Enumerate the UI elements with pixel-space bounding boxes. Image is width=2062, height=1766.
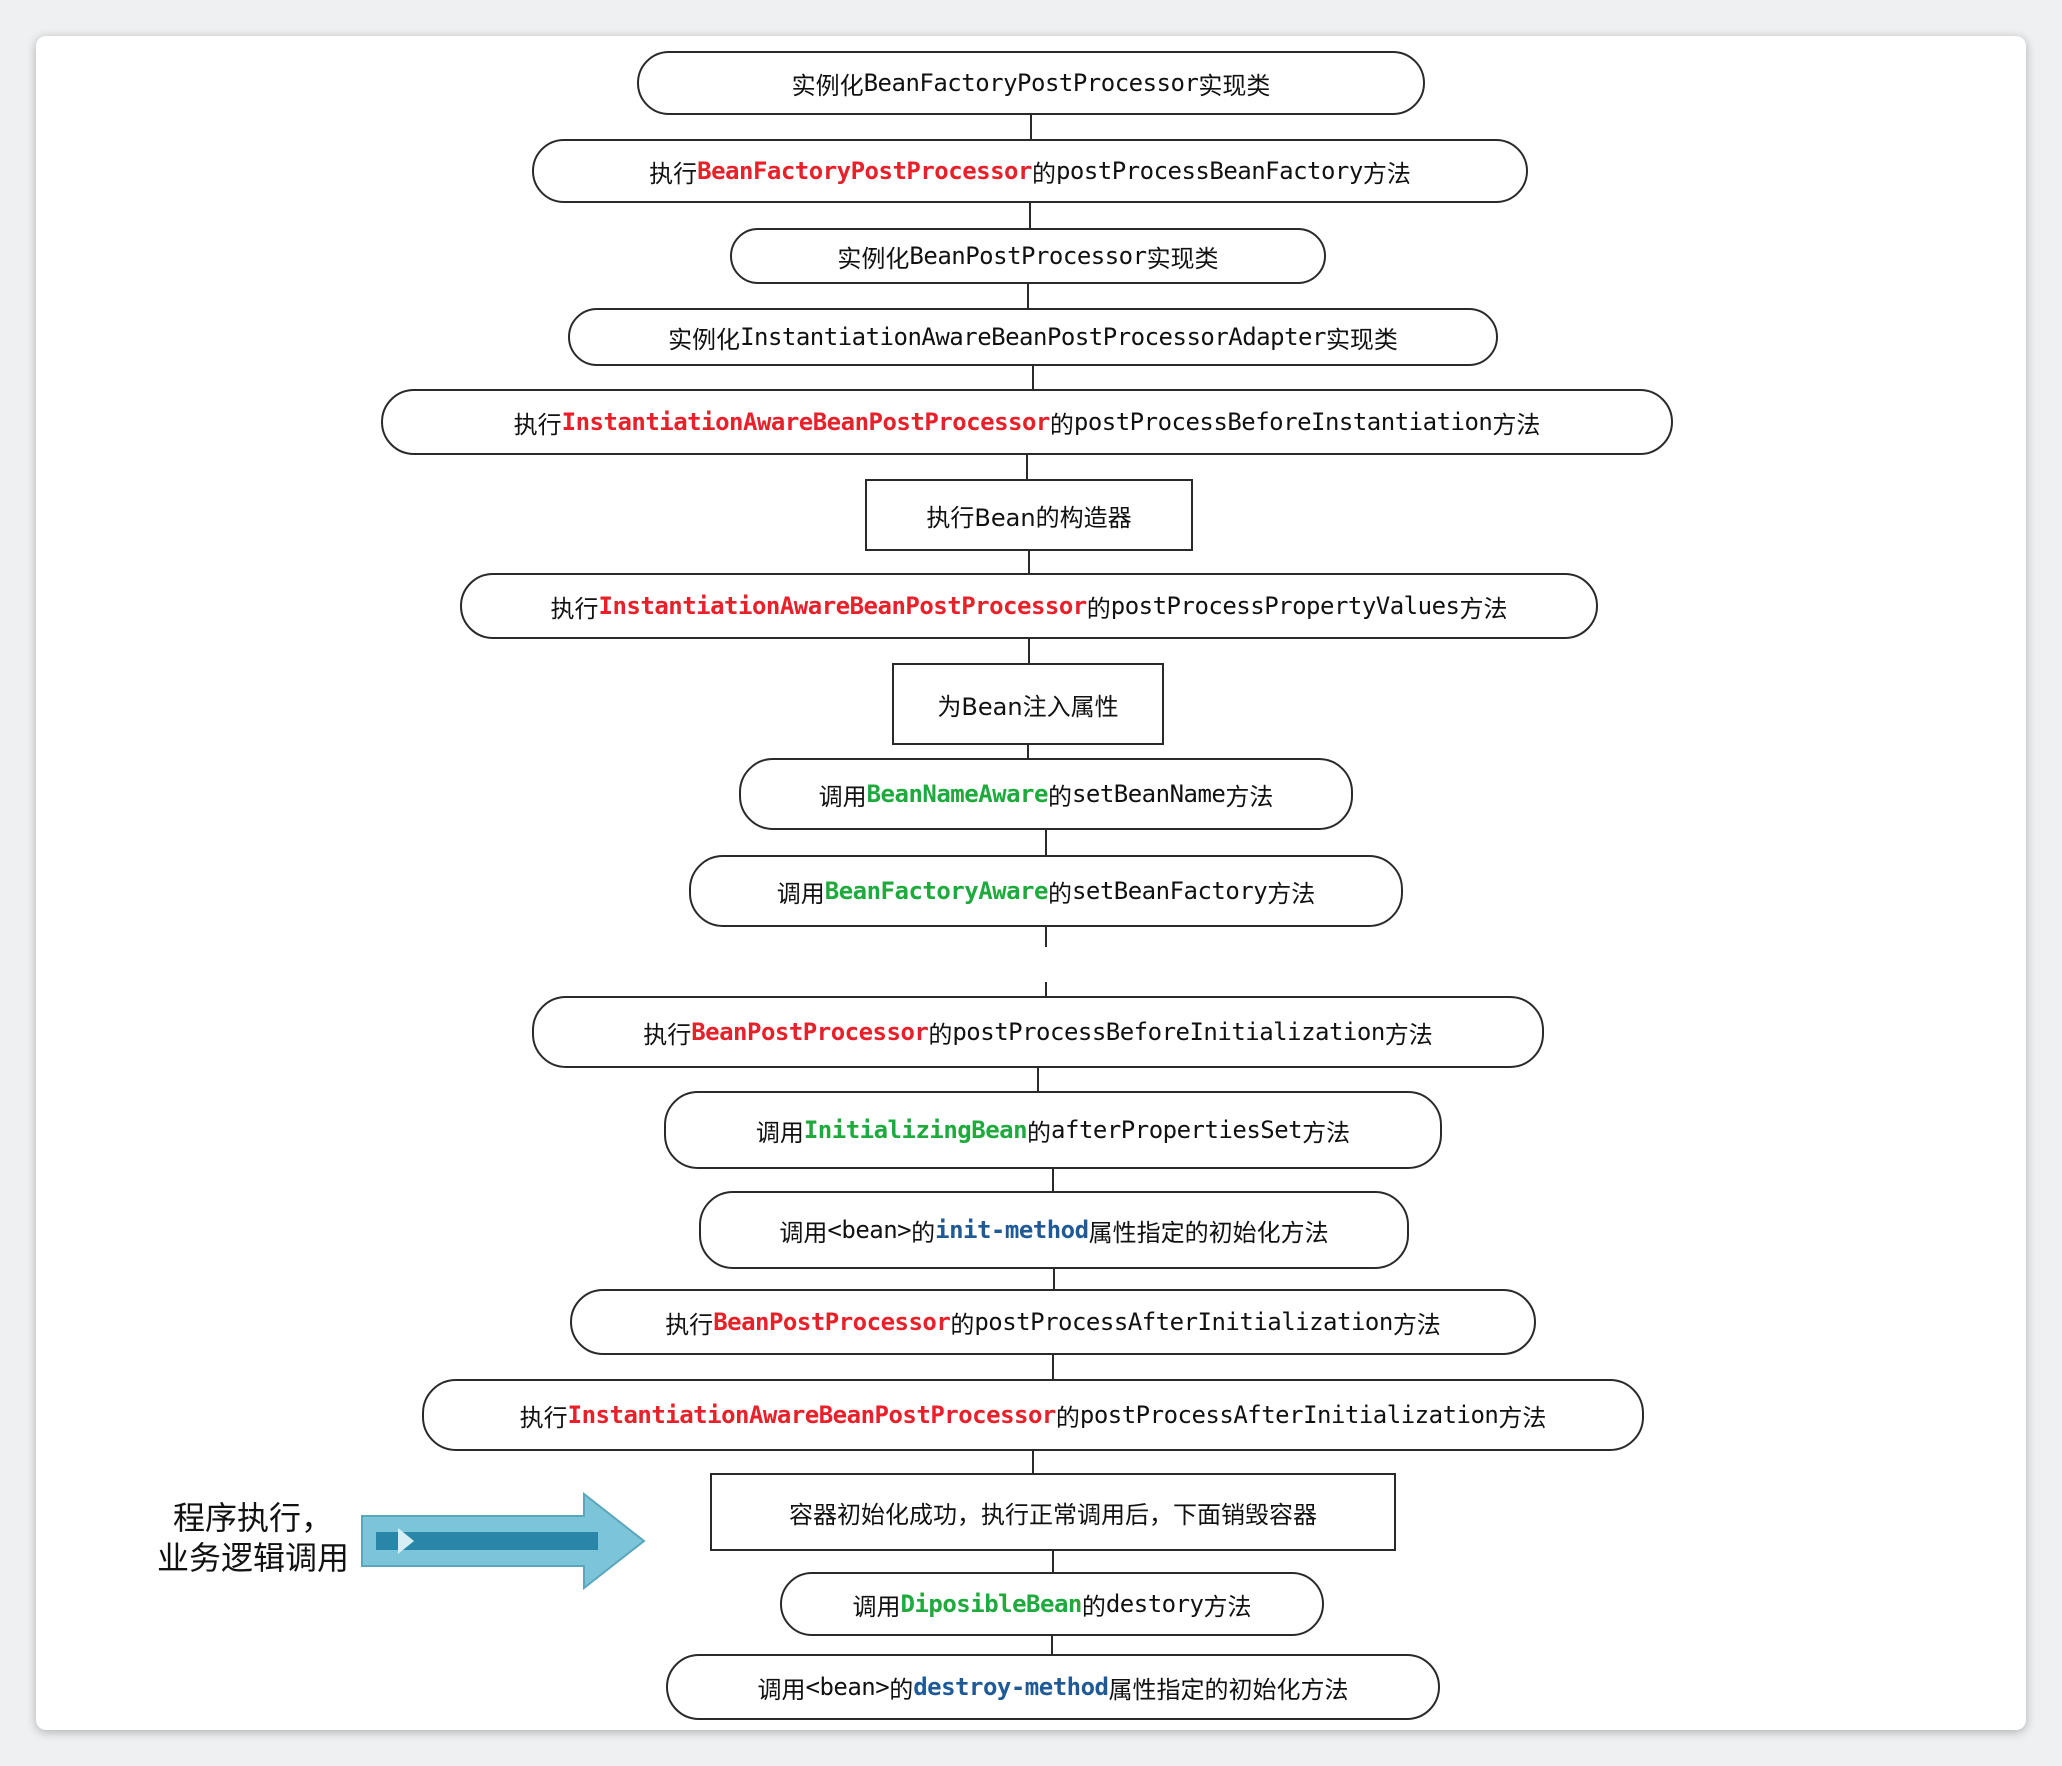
- flow-step-5-text-5: 方法: [1492, 410, 1541, 439]
- flow-step-3-text-1: 实例化: [837, 244, 910, 273]
- flow-step-16: 容器初始化成功，执行正常调用后，下面销毁容器: [710, 1473, 1396, 1551]
- flow-step-13-text-5: 属性指定的初始化方法: [1088, 1218, 1329, 1247]
- flow-step-11-text-4: postProcessBeforeInitialization: [952, 1018, 1385, 1046]
- flow-step-12-text-5: 方法: [1302, 1118, 1351, 1147]
- flow-step-4-text-1: 实例化: [668, 325, 741, 354]
- flow-step-15-text-3: 的: [1055, 1403, 1080, 1432]
- flow-step-15-text-4: postProcessAfterInitialization: [1079, 1401, 1499, 1429]
- flow-step-18-text-3: 的: [889, 1675, 914, 1704]
- flow-step-13-text-1: 调用: [779, 1218, 828, 1247]
- flow-step-14-text-3: 的: [950, 1310, 975, 1339]
- flow-step-11-text-5: 方法: [1384, 1020, 1433, 1049]
- flow-step-12-text-3: 的: [1027, 1118, 1052, 1147]
- flow-step-11-text-3: 的: [928, 1020, 953, 1049]
- flow-step-2-text-3: 的: [1031, 159, 1056, 188]
- flow-step-14-text-2: BeanPostProcessor: [713, 1308, 951, 1336]
- flow-step-7-text-3: 的: [1086, 594, 1111, 623]
- flow-step-11-text-2: BeanPostProcessor: [691, 1018, 929, 1046]
- flow-step-5-text-2: InstantiationAwareBeanPostProcessor: [561, 408, 1051, 436]
- flow-step-14-text-4: postProcessAfterInitialization: [974, 1308, 1393, 1336]
- flow-step-12-text-1: 调用: [755, 1118, 804, 1147]
- flow-step-9-text-2: BeanNameAware: [866, 780, 1049, 808]
- flow-step-14-text-1: 执行: [665, 1310, 714, 1339]
- flow-step-7-text-5: 方法: [1459, 594, 1508, 623]
- flow-step-8-text-1: 为Bean注入属性: [937, 692, 1119, 721]
- flow-step-5-text-1: 执行: [513, 410, 562, 439]
- arrow-inner-head: [398, 1528, 414, 1554]
- flow-step-9-text-4: setBeanName: [1071, 780, 1226, 808]
- flow-step-10-text-2: BeanFactoryAware: [824, 877, 1049, 905]
- flow-step-6: 执行Bean的构造器: [865, 479, 1193, 551]
- flow-step-18-text-1: 调用: [757, 1675, 806, 1704]
- flow-step-8: 为Bean注入属性: [892, 663, 1164, 745]
- flow-step-15-text-1: 执行: [519, 1403, 568, 1432]
- flow-step-5-text-3: 的: [1049, 410, 1074, 439]
- flow-step-7-text-4: postProcessPropertyValues: [1110, 592, 1460, 620]
- flow-step-1-text-1: 实例化: [791, 71, 864, 100]
- flow-step-4-text-3: 实现类: [1325, 325, 1398, 354]
- flow-step-14-text-5: 方法: [1392, 1310, 1441, 1339]
- flow-step-11-text-1: 执行: [643, 1020, 692, 1049]
- flow-step-2-text-2: BeanFactoryPostProcessor: [697, 157, 1032, 185]
- flow-step-10-text-4: setBeanFactory: [1071, 877, 1268, 905]
- flow-step-9-text-5: 方法: [1225, 782, 1274, 811]
- flow-step-4-text-2: InstantiationAwareBeanPostProcessorAdapt…: [740, 323, 1326, 351]
- flow-step-2-text-1: 执行: [649, 159, 698, 188]
- flow-step-3-text-3: 实现类: [1146, 244, 1219, 273]
- flow-step-9-text-1: 调用: [818, 782, 867, 811]
- flow-step-9-text-3: 的: [1047, 782, 1072, 811]
- flow-step-13-text-2: <bean>: [827, 1216, 912, 1244]
- flow-step-1-text-3: 实现类: [1198, 71, 1271, 100]
- side-note-line-1: 程序执行，: [172, 1499, 333, 1537]
- flow-step-10-text-1: 调用: [776, 879, 825, 908]
- arrow-inner-bar: [376, 1532, 598, 1550]
- flow-step-12-text-4: afterPropertiesSet: [1051, 1116, 1303, 1144]
- flow-step-15-text-2: InstantiationAwareBeanPostProcessor: [567, 1401, 1057, 1429]
- flow-step-7-text-2: InstantiationAwareBeanPostProcessor: [598, 592, 1088, 620]
- flow-step-1-text-2: BeanFactoryPostProcessor: [863, 69, 1199, 97]
- side-note: 程序执行， 业务逻辑调用: [148, 1498, 358, 1578]
- flow-step-15-text-5: 方法: [1498, 1403, 1547, 1432]
- flow-step-6-text-1: 执行Bean的构造器: [926, 503, 1132, 532]
- flow-step-2-text-4: postProcessBeanFactory: [1055, 157, 1363, 185]
- side-note-line-2: 业务逻辑调用: [156, 1539, 349, 1577]
- flow-step-17-text-3: 的: [1081, 1592, 1106, 1621]
- flow-step-17-text-4: destory: [1105, 1590, 1204, 1618]
- flow-step-17-text-5: 方法: [1203, 1592, 1252, 1621]
- flow-step-12-text-2: InitializingBean: [803, 1116, 1028, 1144]
- flow-step-2-text-5: 方法: [1362, 159, 1411, 188]
- flow-step-18-text-4: destroy-method: [913, 1673, 1109, 1701]
- flow-step-3-text-2: BeanPostProcessor: [909, 242, 1147, 270]
- flow-step-17-text-2: DiposibleBean: [900, 1590, 1083, 1618]
- flow-step-18-text-5: 属性指定的初始化方法: [1108, 1675, 1349, 1704]
- flow-step-7-text-1: 执行: [550, 594, 599, 623]
- flow-step-10-text-3: 的: [1047, 879, 1072, 908]
- flow-step-13-text-3: 的: [911, 1218, 936, 1247]
- flow-step-10-text-5: 方法: [1267, 879, 1316, 908]
- flow-step-13-text-4: init-method: [935, 1216, 1089, 1244]
- flow-step-17-text-1: 调用: [852, 1592, 901, 1621]
- connector-layer: [1026, 115, 1055, 1654]
- flow-step-18-text-2: <bean>: [805, 1673, 890, 1701]
- right-arrow-icon: [361, 1492, 646, 1590]
- flow-step-16-text-1: 容器初始化成功，执行正常调用后，下面销毁容器: [789, 1500, 1317, 1529]
- flow-step-5-text-4: postProcessBeforeInstantiation: [1073, 408, 1493, 436]
